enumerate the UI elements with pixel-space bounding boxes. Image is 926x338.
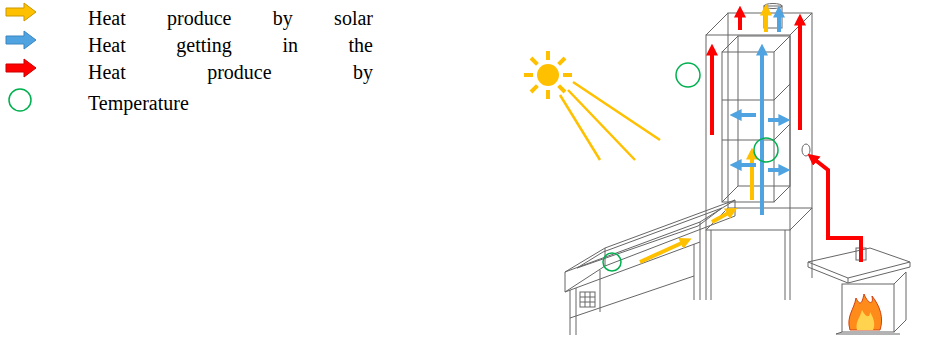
legend-circle-temperature <box>9 89 31 111</box>
collector-rim <box>565 200 735 272</box>
chamber-heat-arrow <box>768 168 782 172</box>
furnace-box <box>842 284 894 332</box>
legend-arrow-chamber <box>6 31 36 49</box>
furnace-box-edges <box>836 272 906 334</box>
legend-text: Temperature <box>88 91 373 115</box>
sun <box>537 64 559 86</box>
legend-item: Heat getting in the <box>88 33 373 57</box>
trays <box>722 84 790 140</box>
sun-rays <box>524 51 572 99</box>
solar-heat-arrow <box>640 242 684 262</box>
furnace-heat-arrow <box>710 52 714 135</box>
legend-arrow-solar <box>6 3 36 21</box>
fire <box>849 294 882 330</box>
solar-heat-arrow <box>750 156 754 200</box>
inner-box-front <box>722 52 774 202</box>
legend-item: Temperature <box>88 91 373 115</box>
chamber-heat-arrow <box>768 118 782 122</box>
chamber-edges <box>706 13 812 230</box>
temperature-point <box>676 63 700 87</box>
furnace-heat-arrow <box>738 14 742 30</box>
furnace-heat-arrow <box>814 159 861 262</box>
collector-body <box>565 200 735 292</box>
temperature-point <box>754 138 778 162</box>
temperature-point <box>603 253 621 271</box>
furnace-heat-arrow <box>798 22 802 130</box>
fan-grid-lines <box>580 292 595 307</box>
legend-text: Heat getting in the <box>88 33 373 57</box>
fire-core <box>857 310 875 330</box>
drying-chamber <box>706 4 812 301</box>
chamber-heat-arrow <box>738 113 756 117</box>
chimney-top <box>764 4 782 9</box>
chamber-legs <box>706 208 812 300</box>
inner-box-edges <box>722 36 790 202</box>
chamber-front <box>706 35 790 230</box>
chamber-heat-arrow <box>760 52 764 215</box>
collector-legs <box>570 242 700 335</box>
flow-arrows <box>640 12 861 262</box>
legend-arrow-furnace <box>6 59 36 77</box>
solar-heat-arrow <box>764 12 768 32</box>
solar-heat-arrow <box>712 212 730 222</box>
solar-radiation <box>560 82 660 160</box>
chamber-back <box>728 13 812 208</box>
legend-item: Heat produce by <box>88 60 373 84</box>
solar-collector <box>565 200 735 335</box>
legend-text: Heat produce by <box>88 60 373 84</box>
legend-item: Heat produce by solar <box>88 6 373 30</box>
fan-grid <box>580 292 595 307</box>
chamber-heat-arrow <box>738 163 756 167</box>
legend-text: Heat produce by solar <box>88 6 373 30</box>
chamber-inlet <box>802 144 810 156</box>
chamber-heat-arrow <box>777 14 781 32</box>
